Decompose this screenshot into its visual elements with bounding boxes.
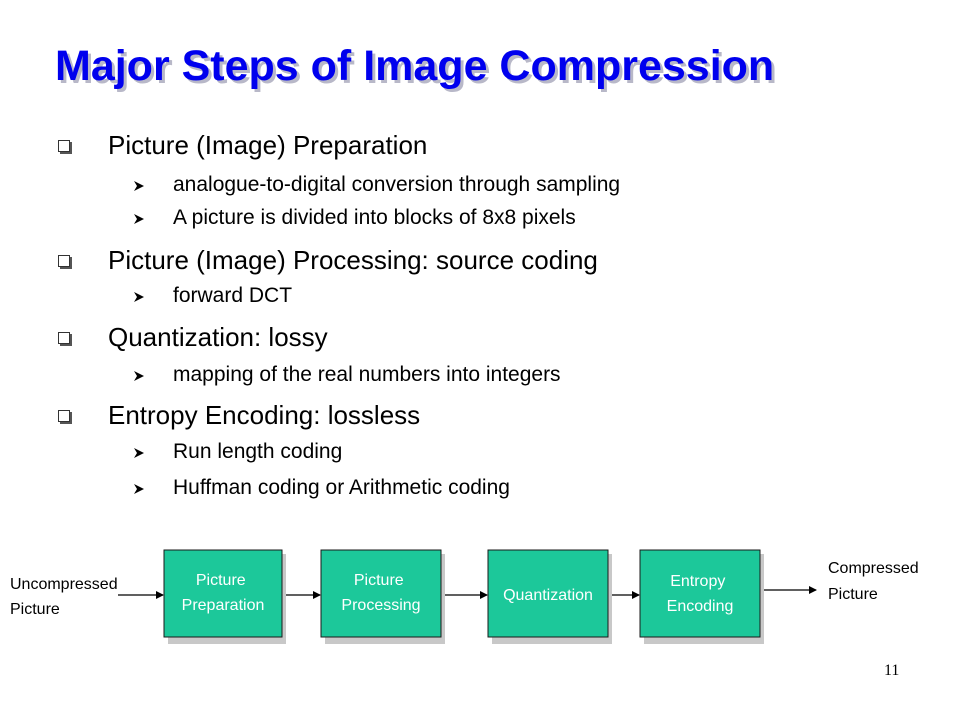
hollow-square-icon bbox=[58, 140, 70, 152]
input-label-line: Uncompressed bbox=[10, 576, 118, 593]
step-label: Picture bbox=[196, 572, 246, 589]
sub-bullet-text: Run length coding bbox=[173, 440, 343, 463]
hollow-square-icon bbox=[58, 255, 70, 267]
compression-pipeline-diagram: Uncompressed Picture Compressed Picture … bbox=[10, 549, 923, 644]
step-label: Preparation bbox=[182, 597, 265, 614]
arrowhead-icon bbox=[134, 292, 144, 302]
hollow-square-icon bbox=[58, 410, 70, 422]
arrowhead-icon bbox=[134, 484, 144, 494]
step-picture-processing: Picture Processing bbox=[320, 549, 445, 644]
sub-bullet-text: Huffman coding or Arithmetic coding bbox=[173, 476, 510, 499]
step-label: Encoding bbox=[667, 598, 734, 615]
step-label: Quantization bbox=[503, 587, 593, 604]
sub-bullet-text: A picture is divided into blocks of 8x8 … bbox=[173, 206, 576, 229]
step-label: Entropy bbox=[670, 573, 725, 590]
output-label-line: Picture bbox=[828, 586, 878, 603]
step-entropy-encoding: Entropy Encoding bbox=[639, 549, 764, 644]
output-label: Compressed Picture bbox=[828, 560, 923, 603]
step-quantization: Quantization bbox=[487, 549, 612, 644]
hollow-square-icon bbox=[58, 332, 70, 344]
bullet-text: Picture (Image) Preparation bbox=[108, 130, 428, 160]
sub-bullet-text: forward DCT bbox=[173, 284, 293, 307]
bullet-list: Picture (Image) Preparation analogue-to-… bbox=[58, 130, 621, 499]
svg-text:Picture Preparation: Picture Preparation bbox=[182, 572, 265, 614]
page-number: 11 bbox=[884, 662, 900, 679]
svg-text:Entropy Encoding: Entropy Encoding bbox=[667, 573, 734, 615]
arrowhead-icon bbox=[134, 371, 144, 381]
sub-bullet-text: mapping of the real numbers into integer… bbox=[173, 363, 561, 386]
bullet-text: Quantization: lossy bbox=[108, 322, 328, 352]
input-label-line: Picture bbox=[10, 601, 60, 618]
svg-text:Picture Processing: Picture Processing bbox=[341, 572, 420, 614]
arrowhead-icon bbox=[134, 448, 144, 458]
input-label: Uncompressed Picture bbox=[10, 576, 122, 618]
step-label: Processing bbox=[341, 597, 420, 614]
svg-text:Quantization: Quantization bbox=[503, 587, 593, 604]
arrowhead-icon bbox=[134, 181, 144, 191]
bullet-text: Entropy Encoding: lossless bbox=[108, 400, 421, 430]
arrowhead-icon bbox=[134, 214, 144, 224]
output-label-line: Compressed bbox=[828, 560, 919, 577]
sub-bullet-text: analogue-to-digital conversion through s… bbox=[173, 173, 621, 196]
bullet-text: Picture (Image) Processing: source codin… bbox=[108, 245, 598, 275]
step-picture-preparation: Picture Preparation bbox=[163, 549, 286, 644]
step-label: Picture bbox=[354, 572, 404, 589]
slide-title: Major Steps of Image Compression bbox=[55, 42, 775, 90]
